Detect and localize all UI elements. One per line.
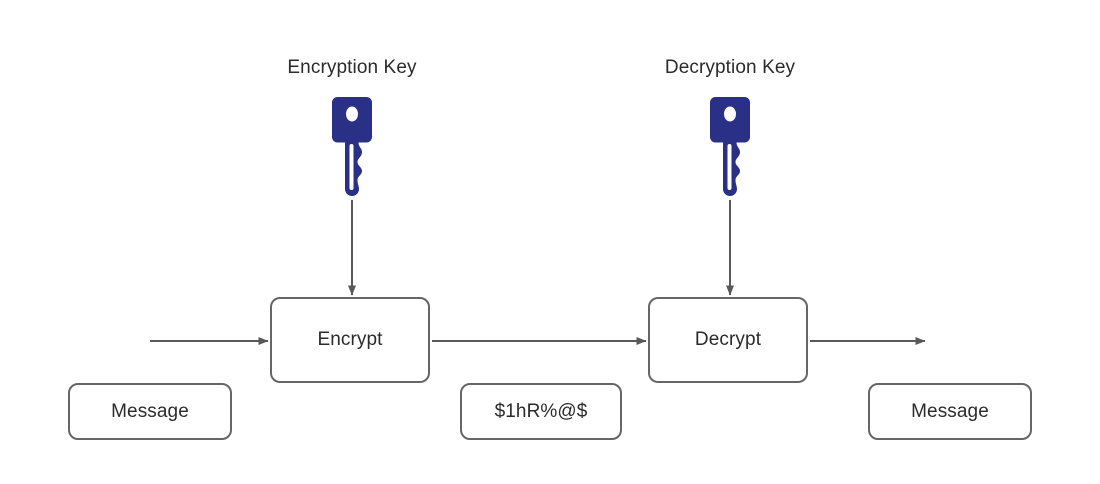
plaintext-output-box[interactable]: Message [868,383,1032,440]
decrypt-node[interactable]: Decrypt [648,297,808,383]
encryption-key-label: Encryption Key [287,57,417,78]
plaintext-output-label: Message [911,400,989,422]
encrypt-node-label: Encrypt [317,329,383,350]
decrypt-node-label: Decrypt [694,329,762,350]
ciphertext-box[interactable]: $1hR%@$ [460,383,622,440]
encrypt-node[interactable]: Encrypt [270,297,430,383]
decryption-key-icon [710,97,750,206]
encryption-key-icon [332,97,372,206]
plaintext-input-label: Message [111,400,189,422]
decryption-key-label: Decryption Key [664,57,796,78]
ciphertext-label: $1hR%@$ [494,400,588,422]
plaintext-input-box[interactable]: Message [68,383,232,440]
